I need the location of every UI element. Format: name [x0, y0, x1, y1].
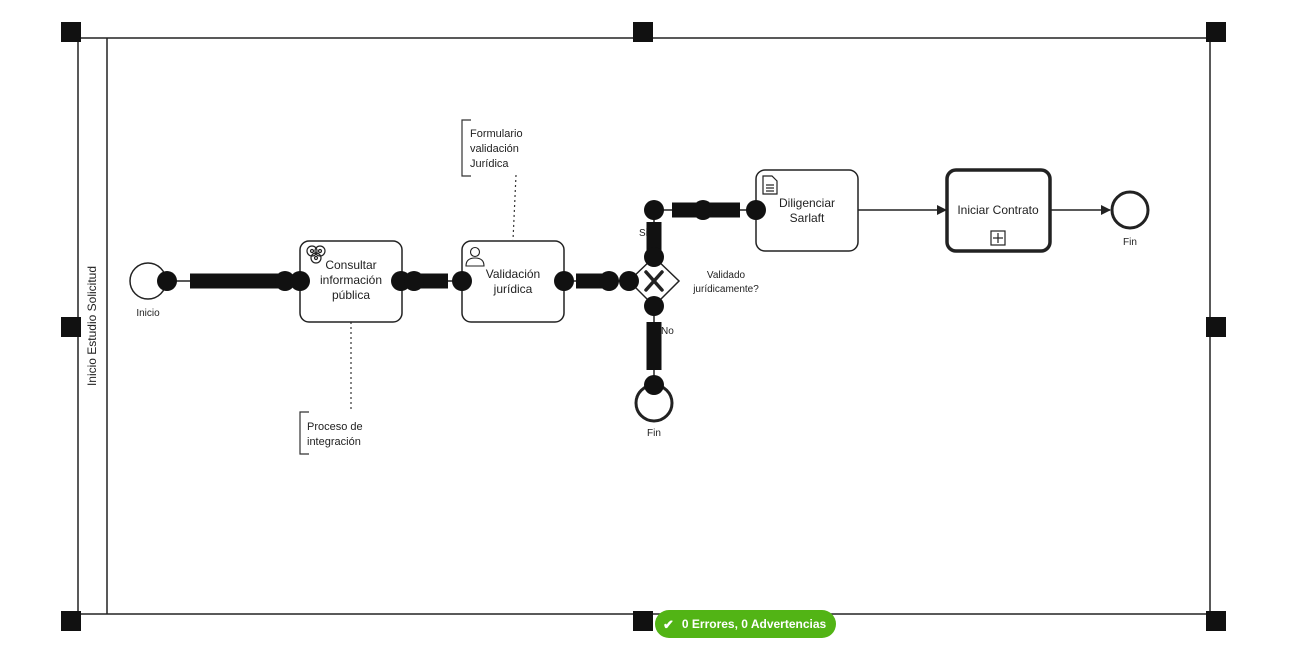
gateway-x-icon: [644, 270, 664, 292]
end-event-final-label: Fin: [1123, 237, 1137, 248]
task-validacion-juridica[interactable]: Validación jurídica: [461, 240, 565, 323]
resize-handle-bottom[interactable]: [633, 611, 653, 631]
resize-handle-left[interactable]: [61, 317, 81, 337]
connection-handle-dots[interactable]: [157, 200, 766, 395]
gateway-question-line-2: jurídicamente?: [692, 284, 759, 295]
service-task-gears-icon: [306, 245, 326, 264]
task-diligenciar-line-2: Sarlaft: [790, 211, 825, 225]
annotation-proceso-line-2: integración: [307, 436, 361, 448]
task-consultar-informacion[interactable]: Consultar información pública: [299, 240, 403, 323]
validation-status-badge[interactable]: ✔ 0 Errores, 0 Advertencias: [655, 610, 837, 638]
resize-handle-top-left[interactable]: [61, 22, 81, 42]
annotation-formulario[interactable]: Formulario validación Jurídica: [461, 119, 523, 177]
selection-handles[interactable]: [61, 22, 1226, 631]
check-icon: ✔: [663, 616, 674, 632]
task-iniciar-line-1: Iniciar Contrato: [957, 203, 1039, 217]
task-diligenciar-sarlaft[interactable]: Diligenciar Sarlaft: [755, 169, 859, 252]
document-icon: [762, 175, 778, 195]
start-event[interactable]: Inicio: [129, 262, 167, 319]
gateway-question-line-1: Validado: [707, 270, 746, 281]
task-validacion-line-1: Validación: [486, 267, 540, 281]
subprocess-plus-icon: [990, 230, 1006, 246]
call-activity-iniciar-contrato[interactable]: Iniciar Contrato: [945, 168, 1052, 253]
resize-handle-bottom-left[interactable]: [61, 611, 81, 631]
exclusive-gateway[interactable]: Validado jurídicamente? Si No: [627, 228, 759, 337]
association-formulario[interactable]: [512, 174, 517, 241]
start-event-label: Inicio: [136, 308, 160, 319]
annotation-formulario-line-3: Jurídica: [470, 158, 509, 170]
resize-handle-top[interactable]: [633, 22, 653, 42]
resize-handle-right[interactable]: [1206, 317, 1226, 337]
end-event-no-label: Fin: [647, 428, 661, 439]
task-consultar-line-2: información: [320, 273, 382, 287]
resize-handle-top-right[interactable]: [1206, 22, 1226, 42]
annotation-proceso-line-1: Proceso de: [307, 421, 363, 433]
gateway-yes-label: Si: [639, 228, 648, 239]
annotation-proceso[interactable]: Proceso de integración: [299, 411, 363, 455]
task-diligenciar-line-1: Diligenciar: [779, 196, 835, 210]
task-consultar-line-3: pública: [332, 288, 370, 302]
user-task-person-icon: [465, 246, 485, 267]
annotation-formulario-line-2: validación: [470, 143, 519, 155]
task-validacion-line-2: jurídica: [493, 282, 533, 296]
pool[interactable]: Inicio Estudio Solicitud: [77, 37, 1211, 615]
end-event-final[interactable]: Fin: [1110, 190, 1150, 248]
validation-status-text: 0 Errores, 0 Advertencias: [681, 617, 827, 631]
annotation-formulario-line-1: Formulario: [470, 128, 523, 140]
pool-label: Inicio Estudio Solicitud: [85, 266, 99, 386]
resize-handle-bottom-right[interactable]: [1206, 611, 1226, 631]
task-consultar-line-1: Consultar: [325, 258, 376, 272]
gateway-no-label: No: [661, 326, 674, 337]
